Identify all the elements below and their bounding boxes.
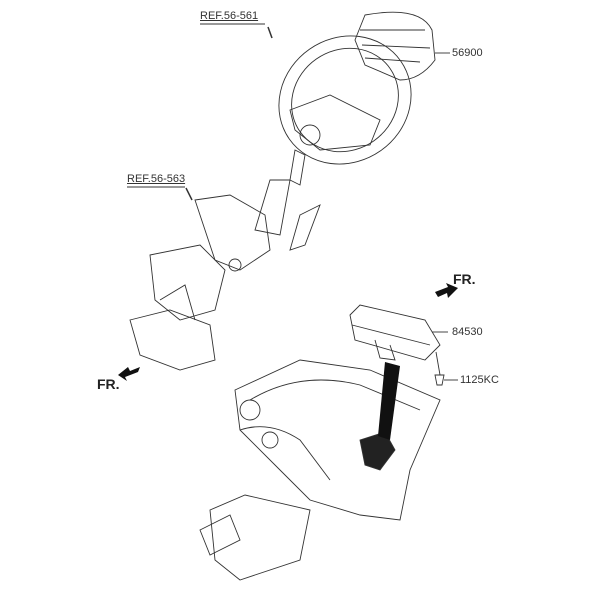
front-direction-label-left: FR. <box>97 376 120 392</box>
front-arrow-left-icon <box>118 367 140 381</box>
driver-airbag-part-number: 56900 <box>452 47 483 59</box>
front-arrow-right-icon <box>435 283 458 298</box>
dashboard <box>199 359 441 581</box>
steering-wheel-ref-label: REF.56-561 <box>200 10 259 22</box>
passenger-airbag-part-number: 84530 <box>452 326 483 338</box>
steering-column <box>129 149 321 371</box>
passenger-airbag <box>349 304 458 386</box>
driver-airbag <box>354 11 450 81</box>
front-direction-label-right: FR. <box>453 271 476 287</box>
install-arrow <box>378 362 400 440</box>
steering-column-ref-label: REF.56-563 <box>127 173 186 185</box>
bolt-part-number: 1125KC <box>460 374 499 386</box>
steering-wheel <box>267 26 412 165</box>
